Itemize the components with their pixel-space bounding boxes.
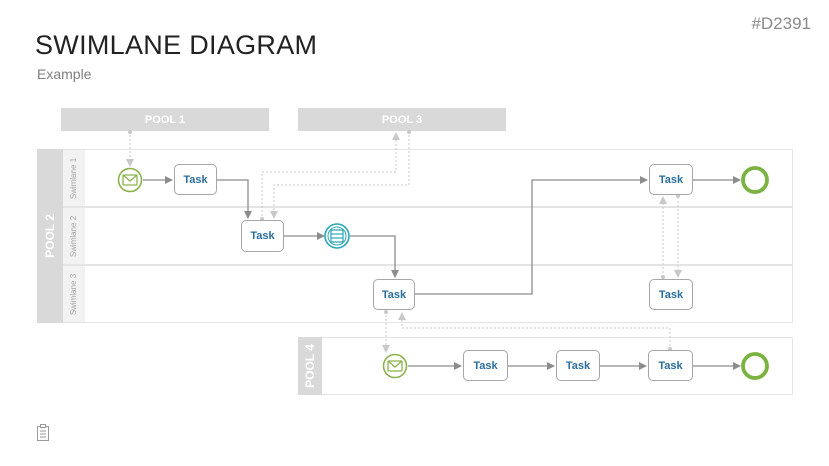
flow-task1-to-task2: [217, 179, 252, 219]
data-intermediate-event: [324, 223, 350, 249]
pool-4: POOL 4: [298, 337, 322, 395]
task-4[interactable]: Task: [649, 164, 693, 195]
task-6[interactable]: Task: [463, 350, 508, 381]
end-circle-icon: [741, 352, 769, 380]
end-circle-icon: [741, 166, 769, 194]
pool-1: POOL 1: [61, 108, 269, 131]
msg-task7-to-task3: [398, 312, 671, 350]
pool-3-label: POOL 3: [381, 113, 423, 126]
pool-3: POOL 3: [298, 108, 506, 131]
database-icon: [330, 229, 344, 243]
envelope-icon: [122, 174, 138, 186]
task-5[interactable]: Task: [649, 279, 693, 310]
msg-task2-to-pool3: [261, 132, 400, 220]
task-2[interactable]: Task: [241, 220, 284, 252]
task-1[interactable]: Task: [174, 164, 217, 195]
document-code: #D2391: [751, 14, 811, 33]
end-event-pool-2: [741, 166, 769, 194]
task-8[interactable]: Task: [648, 350, 693, 381]
pool-2: POOL 2: [37, 149, 63, 323]
page-subtitle: Example: [37, 66, 92, 82]
flow-data-to-task3: [350, 235, 399, 278]
end-event-pool-4: [741, 352, 769, 380]
pool-1-label: POOL 1: [144, 113, 186, 126]
swimlane-3-label: Swimlane 3: [63, 266, 85, 322]
swimlane-1-label: Swimlane 1: [63, 150, 85, 206]
pool-4-message-start-event: [382, 353, 408, 379]
swimlane-2-label: Swimlane 2: [63, 208, 85, 264]
page-title: SWIMLANE DIAGRAM: [35, 30, 318, 60]
task-7[interactable]: Task: [556, 350, 600, 381]
task-3[interactable]: Task: [373, 279, 415, 310]
envelope-icon: [387, 360, 403, 372]
flow-task3-to-task9: [415, 176, 648, 295]
clipboard-icon: [37, 424, 49, 441]
message-start-event: [117, 167, 143, 193]
msg-pool3-to-task2: [270, 131, 410, 219]
